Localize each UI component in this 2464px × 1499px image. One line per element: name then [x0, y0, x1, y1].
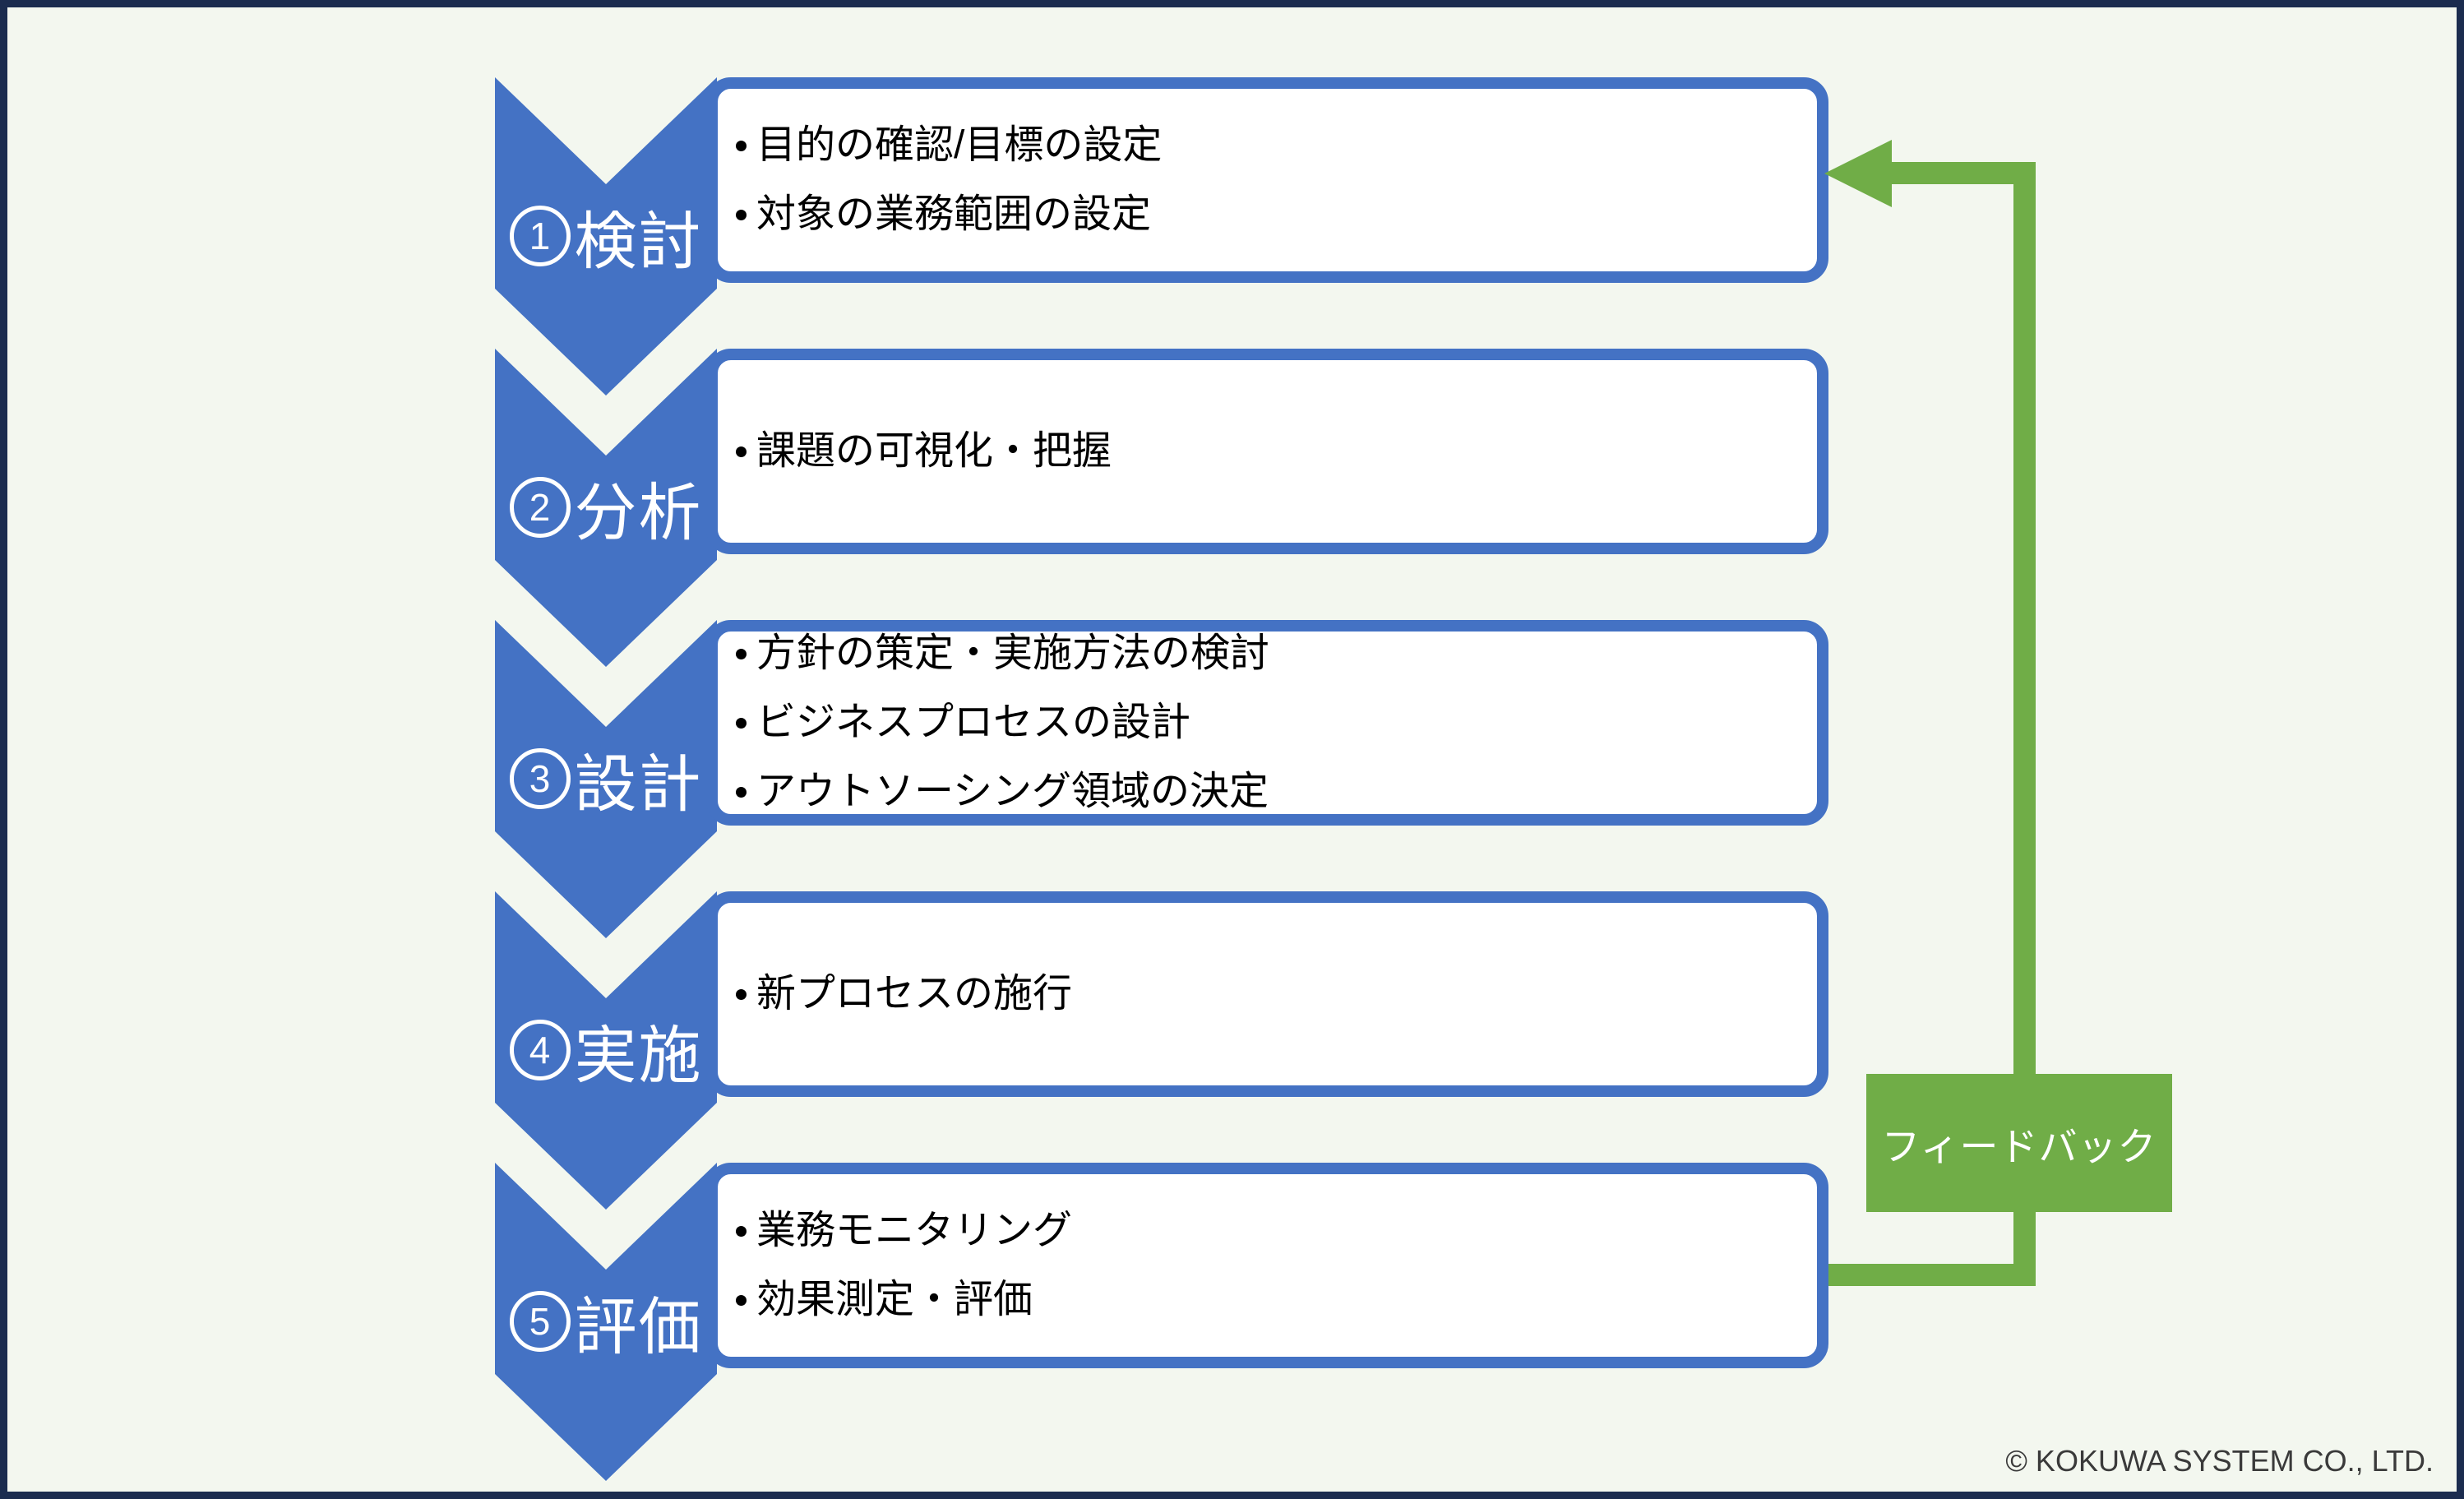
- step-2-label: 2 分析: [495, 462, 717, 553]
- bullet-dot: [736, 786, 747, 798]
- bullet-item: 効果測定・評価: [731, 1265, 1817, 1335]
- step-5-chevron-arrow: 5 評価: [495, 1163, 717, 1481]
- step-4-label: 4 実施: [495, 1005, 717, 1095]
- step-2-title: 分析: [574, 479, 703, 548]
- bullet-item: 対象の業務範囲の設定: [731, 180, 1817, 249]
- bullet-text: 効果測定・評価: [756, 1278, 1033, 1321]
- step-5-title: 評価: [574, 1293, 703, 1363]
- bullet-dot: [736, 140, 747, 151]
- feedback-arrow-top-line: [1892, 162, 2036, 184]
- feedback-label-box: フィードバック: [1866, 1074, 2172, 1212]
- bullet-dot: [736, 717, 747, 729]
- bullet-text: アウトソーシング領域の決定: [756, 770, 1269, 813]
- bullet-text: 対象の業務範囲の設定: [756, 192, 1152, 236]
- bullet-dot: [736, 209, 747, 220]
- bullet-dot: [736, 446, 747, 457]
- step-1-title: 検討: [574, 207, 703, 277]
- step-1-label: 1 検討: [495, 191, 717, 281]
- step-2-number-badge: 2: [509, 477, 571, 538]
- step-4-chevron-arrow: 4 実施: [495, 891, 717, 1210]
- bullet-item: 業務モニタリング: [731, 1196, 1817, 1265]
- bullet-item: アウトソーシング領域の決定: [731, 757, 1817, 826]
- bullet-text: 目的の確認/目標の設定: [756, 123, 1163, 167]
- step-3-chevron-arrow: 3 設計: [495, 620, 717, 938]
- step-1-chevron-arrow: 1 検討: [495, 77, 717, 396]
- step-3-detail-box: 方針の策定・実施方法の検討 ビジネスプロセスの設計 アウトソーシング領域の決定: [706, 620, 1828, 826]
- bullet-item: 新プロセスの施行: [731, 960, 1817, 1029]
- step-4-number-badge: 4: [509, 1020, 571, 1080]
- bullet-item: ビジネスプロセスの設計: [731, 688, 1817, 757]
- bullet-text: 業務モニタリング: [756, 1209, 1073, 1252]
- step-5-number-badge: 5: [509, 1291, 571, 1352]
- bullet-item: 方針の策定・実施方法の検討: [731, 619, 1817, 688]
- step-1-number-badge: 1: [509, 206, 571, 266]
- bullet-text: 新プロセスの施行: [756, 972, 1073, 1016]
- bullet-dot: [736, 1294, 747, 1306]
- bullet-text: 課題の可視化・把握: [756, 429, 1112, 473]
- step-3-title: 設計: [574, 750, 703, 820]
- step-4-detail-box: 新プロセスの施行: [706, 891, 1828, 1097]
- bullet-text: ビジネスプロセスの設計: [756, 701, 1191, 744]
- step-5-label: 5 評価: [495, 1276, 717, 1367]
- feedback-arrow-bottom-line: [1828, 1264, 2036, 1286]
- bullet-text: 方針の策定・実施方法の検討: [756, 632, 1270, 675]
- step-2-chevron-arrow: 2 分析: [495, 349, 717, 667]
- step-3-label: 3 設計: [495, 733, 717, 824]
- bullet-dot: [736, 1225, 747, 1237]
- step-1-detail-box: 目的の確認/目標の設定 対象の業務範囲の設定: [706, 77, 1828, 283]
- copyright-text: © KOKUWA SYSTEM CO., LTD.: [2005, 1444, 2434, 1478]
- bullet-dot: [736, 988, 747, 1000]
- step-4-title: 実施: [574, 1021, 703, 1091]
- bullet-item: 目的の確認/目標の設定: [731, 111, 1817, 180]
- bullet-dot: [736, 648, 747, 659]
- step-3-number-badge: 3: [509, 748, 571, 809]
- bullet-item: 課題の可視化・把握: [731, 417, 1817, 486]
- feedback-arrowhead-icon: [1824, 140, 1892, 207]
- step-5-detail-box: 業務モニタリング 効果測定・評価: [706, 1163, 1828, 1368]
- step-2-detail-box: 課題の可視化・把握: [706, 349, 1828, 554]
- feedback-label: フィードバック: [1881, 1124, 2157, 1168]
